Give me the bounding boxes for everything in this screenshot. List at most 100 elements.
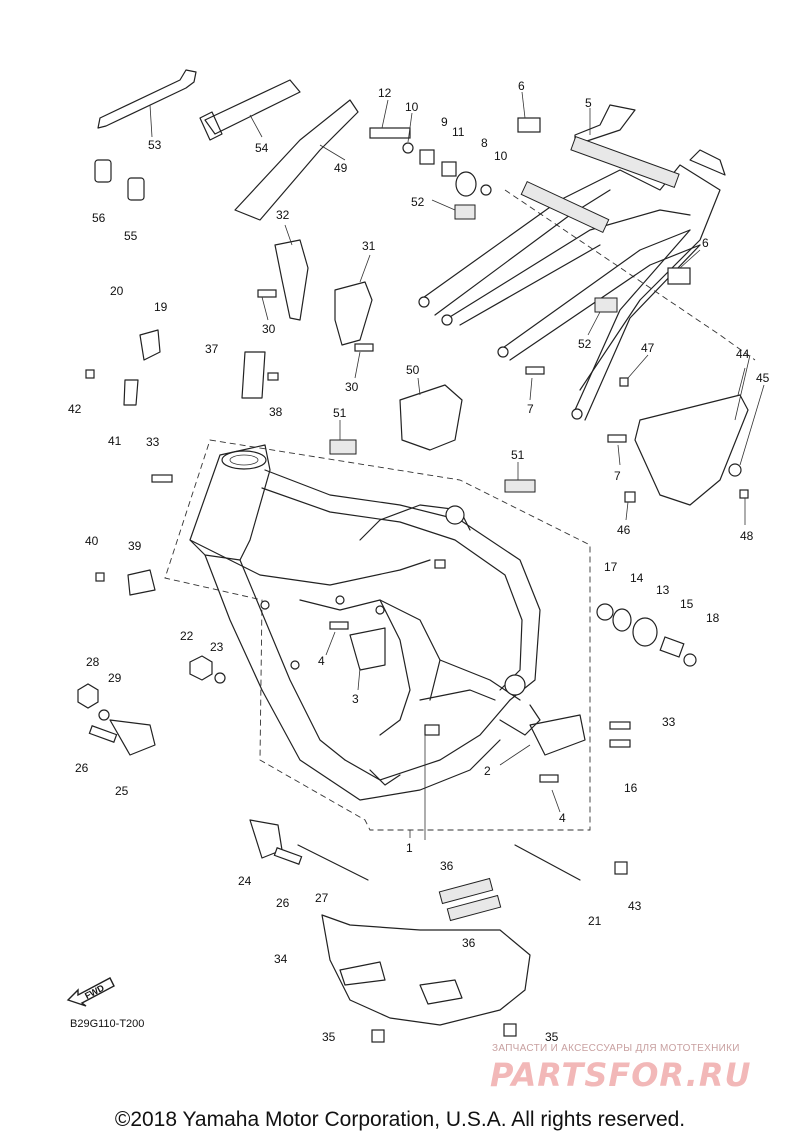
callout-8: 8 (481, 136, 488, 150)
callout-32: 32 (276, 208, 290, 222)
bearing-13 (632, 617, 658, 647)
callout-10b: 10 (494, 149, 508, 163)
callout-25: 25 (115, 784, 129, 798)
callout-26b: 26 (276, 896, 290, 910)
callout-43: 43 (628, 899, 642, 913)
clip-43 (614, 861, 628, 875)
callout-39: 39 (128, 539, 142, 553)
bracket-2 (529, 714, 586, 756)
callout-4a: 4 (318, 654, 325, 668)
bracket-31 (334, 281, 373, 346)
washer-29 (98, 709, 110, 721)
callout-27: 27 (315, 891, 329, 905)
bearing-8 (455, 171, 477, 197)
grommet-51a (329, 439, 357, 455)
callout-9: 9 (441, 115, 448, 129)
callout-41: 41 (108, 434, 122, 448)
washer-10b (480, 184, 492, 196)
pivot-shaft-21 (514, 844, 581, 881)
small-bolts (85, 289, 749, 783)
callout-42: 42 (68, 402, 82, 416)
main-frame (189, 444, 541, 801)
watermark-tagline: ЗАПЧАСТИ И АКСЕССУАРЫ ДЛЯ МОТОТЕХНИКИ (492, 1043, 740, 1054)
callout-50: 50 (406, 363, 420, 377)
callout-6a: 6 (518, 79, 525, 93)
frame-dashed-boundary (164, 439, 591, 831)
callout-47: 47 (641, 341, 655, 355)
grommet-51b (504, 479, 536, 493)
bearing-14 (612, 608, 632, 632)
nut-28 (77, 683, 99, 709)
pad-36b (446, 894, 502, 922)
callout-1: 1 (406, 841, 413, 855)
collar-11 (441, 161, 457, 177)
holder-37 (241, 351, 266, 399)
callout-10a: 10 (405, 100, 419, 114)
callout-30b: 30 (345, 380, 359, 394)
collar-9 (419, 149, 435, 165)
callout-14: 14 (630, 571, 644, 585)
bolt-12 (369, 127, 411, 139)
callout-20: 20 (110, 284, 124, 298)
callout-28: 28 (86, 655, 100, 669)
callout-2: 2 (484, 764, 491, 778)
callout-33b: 33 (662, 715, 676, 729)
callout-6b: 6 (702, 236, 709, 250)
callout-40: 40 (85, 534, 99, 548)
callout-36b: 36 (462, 936, 476, 950)
callout-36a: 36 (440, 859, 454, 873)
guard-50 (399, 384, 463, 451)
callout-38: 38 (269, 405, 283, 419)
callout-48: 48 (740, 529, 754, 543)
bolt-35b (503, 1023, 517, 1037)
clip-41 (123, 379, 139, 406)
bracket-32 (274, 239, 309, 321)
callout-44: 44 (736, 347, 750, 361)
clamp-52a (454, 204, 476, 220)
washer-18 (683, 653, 697, 667)
callout-54: 54 (255, 141, 269, 155)
callout-53: 53 (148, 138, 162, 152)
callout-34: 34 (274, 952, 288, 966)
callout-31: 31 (362, 239, 376, 253)
subframe-dashed-boundary (504, 189, 756, 361)
bracket-39 (127, 569, 156, 596)
callout-16: 16 (624, 781, 638, 795)
bolt-26b (273, 847, 303, 865)
clamp-52b (594, 297, 618, 313)
chain-guide (234, 99, 359, 221)
callout-13: 13 (656, 583, 670, 597)
nut-46 (624, 491, 636, 503)
clamp-19 (139, 329, 161, 361)
spanner-wrench (97, 69, 197, 129)
callout-45: 45 (756, 371, 770, 385)
skid-plate-window (419, 979, 463, 1005)
callout-49: 49 (334, 161, 348, 175)
callout-52a: 52 (411, 195, 425, 209)
callout-51a: 51 (333, 406, 347, 420)
callout-26a: 26 (75, 761, 89, 775)
callout-55: 55 (124, 229, 138, 243)
callout-19: 19 (154, 300, 168, 314)
label-6b (667, 267, 691, 285)
callout-18: 18 (706, 611, 720, 625)
callout-7a: 7 (527, 402, 534, 416)
callout-22: 22 (180, 629, 194, 643)
callout-37: 37 (205, 342, 219, 356)
plate-3 (349, 627, 386, 671)
callout-52b: 52 (578, 337, 592, 351)
leader-lines (149, 91, 765, 840)
pad-36a (438, 877, 494, 905)
collar-15 (659, 636, 685, 658)
bolt-35a (371, 1029, 385, 1043)
callout-56: 56 (92, 211, 106, 225)
callout-21: 21 (588, 914, 602, 928)
callout-33a: 33 (146, 435, 160, 449)
callout-46: 46 (617, 523, 631, 537)
callout-12: 12 (378, 86, 392, 100)
copyright-notice: ©2018 Yamaha Motor Corporation, U.S.A. A… (114, 1108, 686, 1131)
callout-17: 17 (604, 560, 618, 574)
socket-tool (199, 79, 301, 141)
washer-23 (214, 672, 226, 684)
